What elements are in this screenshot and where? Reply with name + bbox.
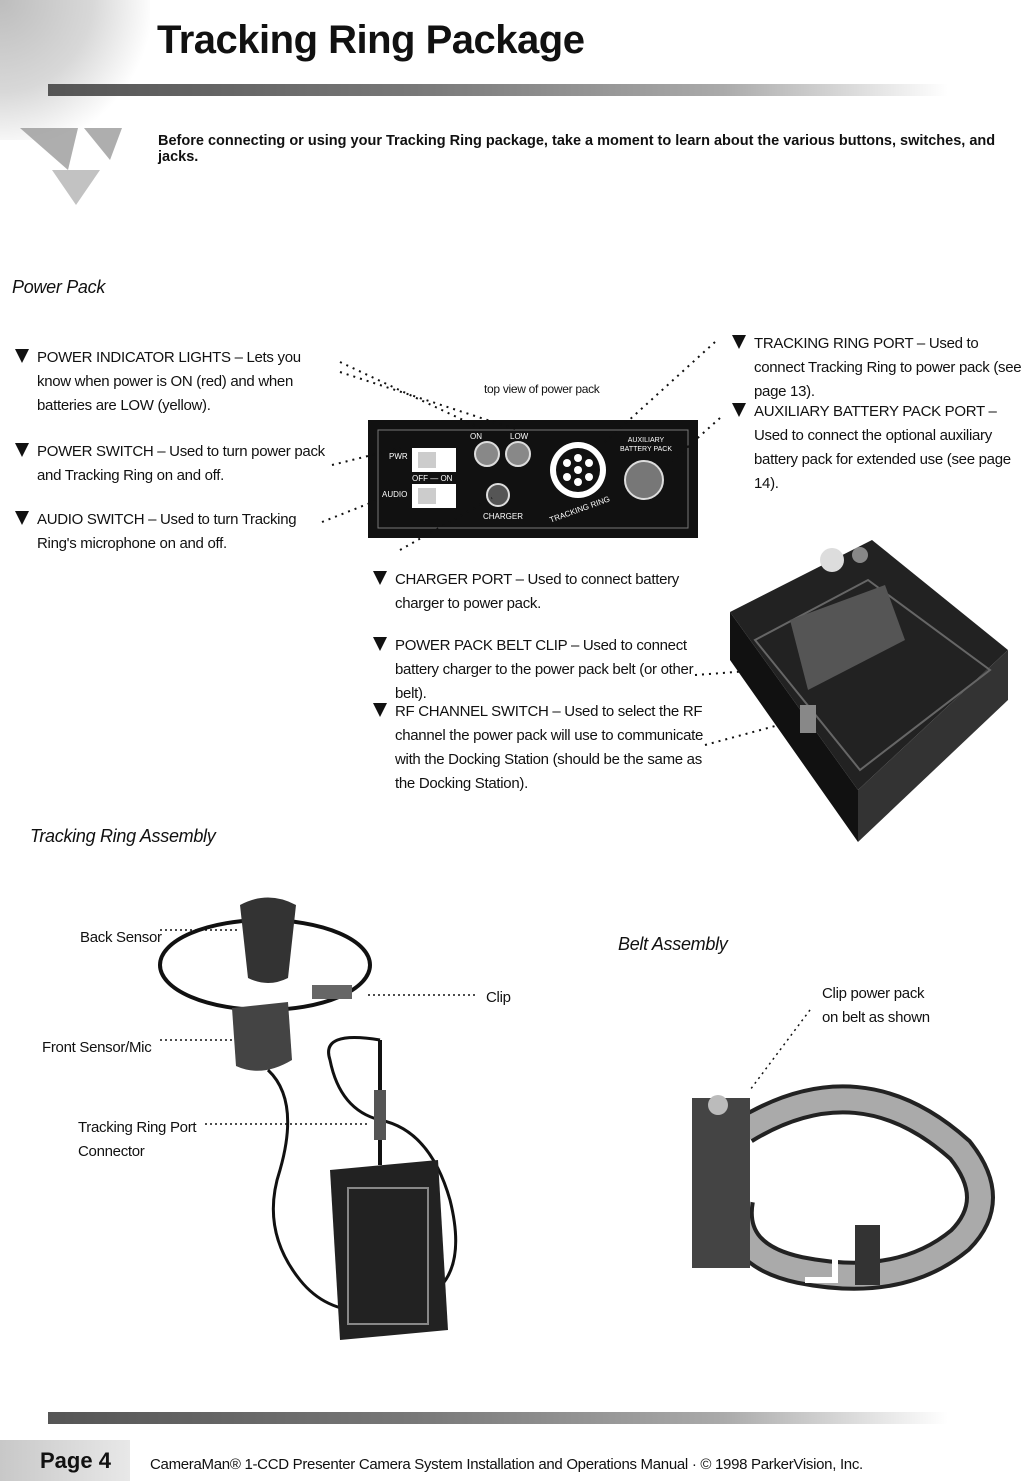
callout-belt-clip: POWER PACK BELT CLIP – Used to connect b… <box>373 634 715 706</box>
belt-illustration <box>692 1084 995 1291</box>
page-title: Tracking Ring Package <box>157 18 585 62</box>
top-rule <box>48 84 948 96</box>
tracking-ring-section-label: Tracking Ring Assembly <box>30 826 216 846</box>
rf-switch-graphic <box>800 705 816 733</box>
triangle-bullet-icon <box>732 403 746 417</box>
callout-audio-switch: AUDIO SWITCH – Used to turn Tracking Rin… <box>15 508 327 556</box>
callout-tracking-ring-port: TRACKING RING PORT – Used to connect Tra… <box>732 332 1024 404</box>
panel-pwr-label: PWR <box>389 452 408 461</box>
belt-clip-graphic <box>790 585 905 690</box>
belt-section-label: Belt Assembly <box>618 934 728 954</box>
panel-off-on-label: OFF — ON <box>412 474 453 483</box>
bottom-rule <box>48 1412 948 1424</box>
port-connector-label: Tracking Ring Port Connector <box>78 1119 197 1160</box>
ring-leaders <box>160 929 478 1125</box>
page-number: Page 4 <box>40 1448 111 1473</box>
front-sensor-label: Front Sensor/Mic <box>42 1039 152 1056</box>
triangle-bullet-icon <box>732 335 746 349</box>
callout-power-switch: POWER SWITCH – Used to turn power pack a… <box>15 440 337 488</box>
panel-on-label: ON <box>470 432 482 441</box>
logo-triangle-2 <box>84 128 122 160</box>
panel-charger-label: CHARGER <box>483 512 524 521</box>
logo-triangle-1 <box>20 128 78 170</box>
power-pack-panel <box>368 420 698 538</box>
callout-charger-port: CHARGER PORT – Used to connect battery c… <box>373 568 715 616</box>
footer-text: CameraMan® 1-CCD Presenter Camera System… <box>150 1456 863 1473</box>
corner-shading <box>0 0 150 140</box>
belt-leader <box>749 1009 811 1091</box>
page-number-badge: Page 4 <box>0 1440 130 1481</box>
back-sensor-label: Back Sensor <box>80 929 162 946</box>
on-led <box>474 441 500 467</box>
power-pack-section-label: Power Pack <box>12 277 106 297</box>
panel-aux-label: AUXILIARY BATTERY PACK <box>620 437 672 453</box>
charger-port-graphic <box>486 483 510 507</box>
triangle-bullet-icon <box>373 703 387 717</box>
triangle-bullet-icon <box>373 571 387 585</box>
triangle-bullet-icon <box>15 349 29 363</box>
callout-power-indicator: POWER INDICATOR LIGHTS – Lets you know w… <box>15 346 337 418</box>
aux-port-graphic <box>624 460 664 500</box>
top-view-caption: top view of power pack <box>484 382 600 396</box>
triangle-bullet-icon <box>373 637 387 651</box>
triangle-bullet-icon <box>15 443 29 457</box>
callout-rf-channel: RF CHANNEL SWITCH – Used to select the R… <box>373 700 705 796</box>
low-led <box>505 441 531 467</box>
triangle-bullet-icon <box>15 511 29 525</box>
panel-low-label: LOW <box>510 432 529 441</box>
belt-caption: Clip power pack on belt as shown <box>822 985 930 1026</box>
clip-label: Clip <box>486 989 511 1006</box>
logo-triangle-3 <box>52 170 100 205</box>
power-pack-back-illustration <box>730 540 1008 842</box>
tracking-ring-illustration <box>158 897 458 1340</box>
panel-audio-label: AUDIO <box>382 490 408 499</box>
power-pack-leaders <box>321 341 791 746</box>
callout-aux-battery-port: AUXILIARY BATTERY PACK PORT – Used to co… <box>732 400 1024 496</box>
intro-text: Before connecting or using your Tracking… <box>158 133 996 165</box>
